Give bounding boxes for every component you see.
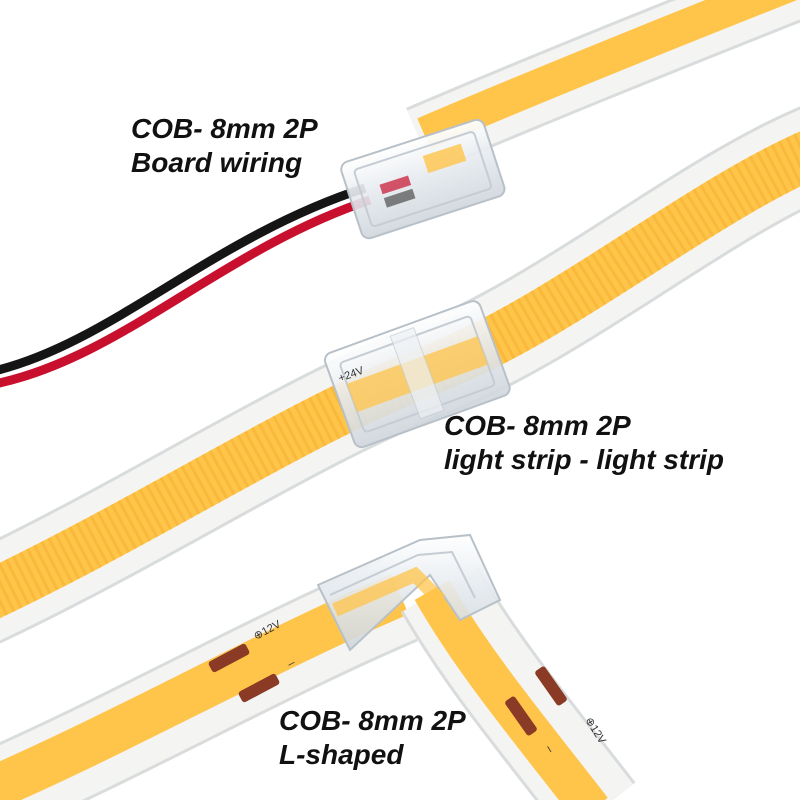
connector-strip-to-strip — [323, 300, 511, 449]
copper-pads — [208, 643, 567, 736]
caption-strip-to-strip: COB- 8mm 2P light strip - light strip — [444, 409, 724, 477]
caption-strip-to-strip-subtitle: light strip - light strip — [444, 444, 724, 475]
connector-l-shaped — [316, 533, 502, 652]
caption-l-shaped: COB- 8mm 2P L-shaped — [279, 704, 466, 772]
caption-board-wiring-subtitle: Board wiring — [131, 147, 303, 178]
connector-board-wiring — [340, 118, 506, 240]
caption-l-shaped-title: COB- 8mm 2P — [279, 705, 466, 736]
strip-l-shaped-vertical — [400, 567, 636, 800]
caption-l-shaped-subtitle: L-shaped — [279, 739, 404, 770]
strip-board-wiring — [406, 0, 800, 173]
caption-strip-to-strip-title: COB- 8mm 2P — [444, 410, 631, 441]
caption-board-wiring-title: COB- 8mm 2P — [131, 113, 318, 144]
caption-board-wiring: COB- 8mm 2P Board wiring — [131, 112, 318, 180]
red-black-wires — [0, 183, 372, 388]
